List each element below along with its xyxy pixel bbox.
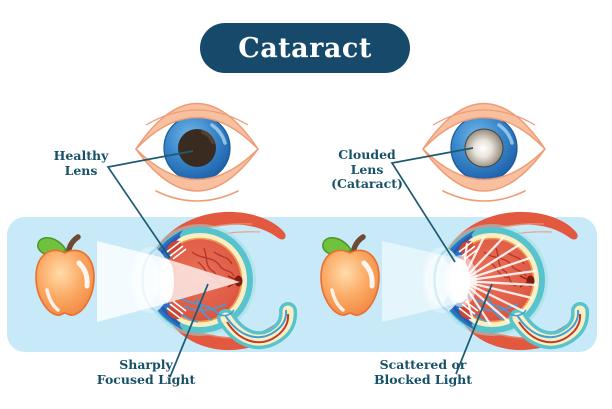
clouded-pupil (464, 128, 504, 168)
cataract-eye-cross-section-illustration (382, 212, 580, 350)
label-line: Sharply (119, 357, 173, 372)
clouded-lens-label: Clouded Lens (Cataract) (318, 147, 416, 192)
label-line: Healthy (53, 148, 109, 163)
focused-light-cone (97, 241, 240, 322)
healthy-eye-cross-section-illustration (97, 212, 288, 350)
label-line: Scattered or (379, 357, 467, 372)
label-line: (Cataract) (331, 176, 403, 191)
scattered-light-rays (382, 235, 538, 326)
cataract-eye-front-illustration (422, 102, 546, 202)
leader-line (169, 283, 209, 378)
label-line: Focused Light (96, 371, 196, 387)
label-line: Lens (64, 162, 98, 178)
leader-lines (106, 147, 493, 378)
healthy-pupil (178, 129, 216, 167)
sharply-focused-light-label: Sharply Focused Light (94, 357, 198, 387)
healthy-eye-front-illustration (135, 102, 259, 202)
leader-line (106, 150, 194, 259)
label-line: Blocked Light (373, 371, 473, 387)
page-title: Cataract (238, 32, 372, 64)
title-banner: Cataract (200, 23, 410, 73)
label-line: Lens (350, 161, 384, 177)
scattered-blocked-light-label: Scattered or Blocked Light (370, 357, 476, 387)
leader-line (455, 283, 493, 375)
healthy-lens-label: Healthy Lens (36, 148, 126, 178)
leader-line (390, 147, 474, 263)
label-line: Clouded (338, 147, 396, 162)
